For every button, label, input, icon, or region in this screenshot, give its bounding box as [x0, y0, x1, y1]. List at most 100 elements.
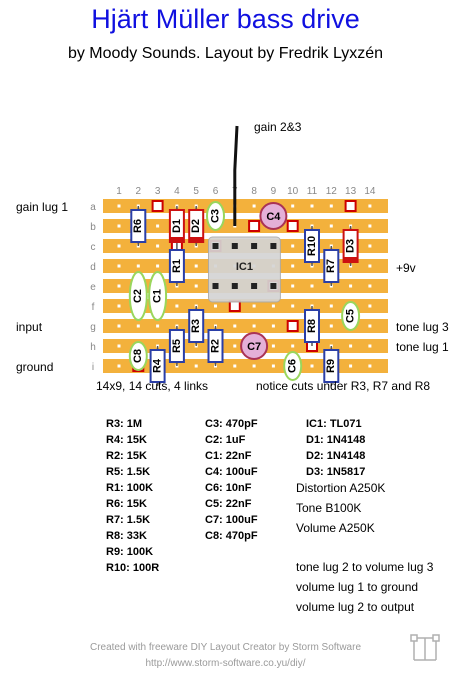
ic1-pin [231, 243, 238, 249]
label-gain-lug-1: gain lug 1 [16, 200, 69, 214]
board-hole [368, 284, 372, 288]
component-label: C4 [266, 211, 281, 223]
column-number: 1 [116, 186, 122, 197]
bom-item: C4: 100uF [205, 466, 258, 478]
bom-item: R5: 1.5K [106, 466, 151, 478]
row-letter: d [90, 262, 96, 273]
bom-item: C7: 100uF [205, 514, 258, 526]
board-hole [194, 284, 198, 288]
component-body [149, 349, 166, 383]
component-label: C5 [345, 309, 357, 323]
component-label: C3 [209, 209, 221, 223]
cuts-note: notice cuts under R3, R7 and R8 [256, 379, 431, 393]
component-body [342, 229, 359, 263]
track-cut [286, 320, 299, 332]
diylc-logo-icon [410, 634, 440, 661]
board-summary: 14x9, 14 cuts, 4 links [96, 379, 209, 393]
label-ground: ground [16, 360, 54, 374]
component-body [341, 301, 361, 331]
board-hole [194, 364, 198, 368]
bom-item: R3: 1M [106, 418, 143, 430]
board-hole [291, 204, 295, 208]
bom-item: C3: 470pF [205, 418, 258, 430]
component-label: R8 [306, 319, 318, 333]
board-hole [117, 364, 121, 368]
board-hole [233, 364, 237, 368]
bom-item: R10: 100R [106, 562, 160, 574]
ic1-pin [231, 283, 238, 289]
board-hole [310, 204, 314, 208]
component-label: R6 [132, 219, 144, 233]
component-label: C2 [132, 289, 144, 303]
board-hole [156, 264, 160, 268]
bom-item: C8: 470pF [205, 530, 258, 542]
board-hole [175, 304, 179, 308]
component-body [128, 341, 148, 371]
board-hole [349, 284, 353, 288]
board-hole [117, 264, 121, 268]
footer-url: http://www.storm-software.co.yu/diy/ [145, 658, 306, 669]
label-tone-lug-3: tone lug 3 [396, 320, 449, 334]
column-number: 14 [364, 186, 376, 197]
column-number: 8 [251, 186, 257, 197]
row-letter: b [90, 222, 96, 233]
board-hole [368, 224, 372, 228]
pot-tone: Tone B100K [296, 501, 362, 515]
board-hole [291, 304, 295, 308]
wiring-note: volume lug 2 to output [296, 600, 415, 614]
board-hole [329, 324, 333, 328]
board-hole [136, 264, 140, 268]
wiring-note: tone lug 2 to volume lug 3 [296, 560, 434, 574]
board-hole [368, 204, 372, 208]
label-tone-lug-1: tone lug 1 [396, 340, 449, 354]
board-hole [194, 264, 198, 268]
column-number: 10 [287, 186, 299, 197]
board-hole [156, 324, 160, 328]
row-letter: f [92, 302, 95, 313]
bom-item: D3: 1N5817 [306, 466, 366, 478]
board-hole [117, 244, 121, 248]
board-hole [252, 324, 256, 328]
column-number: 4 [174, 186, 180, 197]
ic1-pin [251, 283, 258, 289]
board-hole [349, 344, 353, 348]
board-hole [117, 204, 121, 208]
ic1-pin [212, 283, 219, 289]
board-hole [329, 204, 333, 208]
track-cut [286, 220, 299, 232]
board-hole [291, 344, 295, 348]
column-number: 11 [307, 186, 318, 197]
diode-band [169, 237, 184, 241]
component-label: R5 [171, 339, 183, 353]
bom-item: R4: 15K [106, 434, 147, 446]
bom-item: C5: 22nF [205, 498, 252, 510]
component-body [168, 329, 185, 363]
ic1-pin [270, 283, 277, 289]
board-hole [252, 304, 256, 308]
component-body [188, 309, 205, 343]
board-hole [156, 224, 160, 228]
component-label: R1 [171, 259, 183, 273]
board-hole [117, 324, 121, 328]
footer-credit: Created with freeware DIY Layout Creator… [89, 642, 362, 653]
row-letter: g [90, 322, 96, 333]
wire-gain-2-3 [233, 125, 239, 226]
board-hole [349, 364, 353, 368]
component-body [130, 209, 147, 243]
column-number: 13 [345, 186, 357, 197]
board-hole [271, 304, 275, 308]
row-letter: c [91, 242, 96, 253]
label-input: input [16, 320, 43, 334]
column-number: 2 [136, 186, 142, 197]
bom-item: C2: 1uF [205, 434, 246, 446]
board-hole [368, 304, 372, 308]
component-body [168, 209, 185, 243]
track-cut [344, 200, 357, 212]
component-label: D2 [190, 219, 202, 233]
component-label: R10 [306, 236, 318, 256]
component-body [240, 332, 269, 360]
component-label: C6 [287, 359, 299, 373]
board-hole [117, 224, 121, 228]
